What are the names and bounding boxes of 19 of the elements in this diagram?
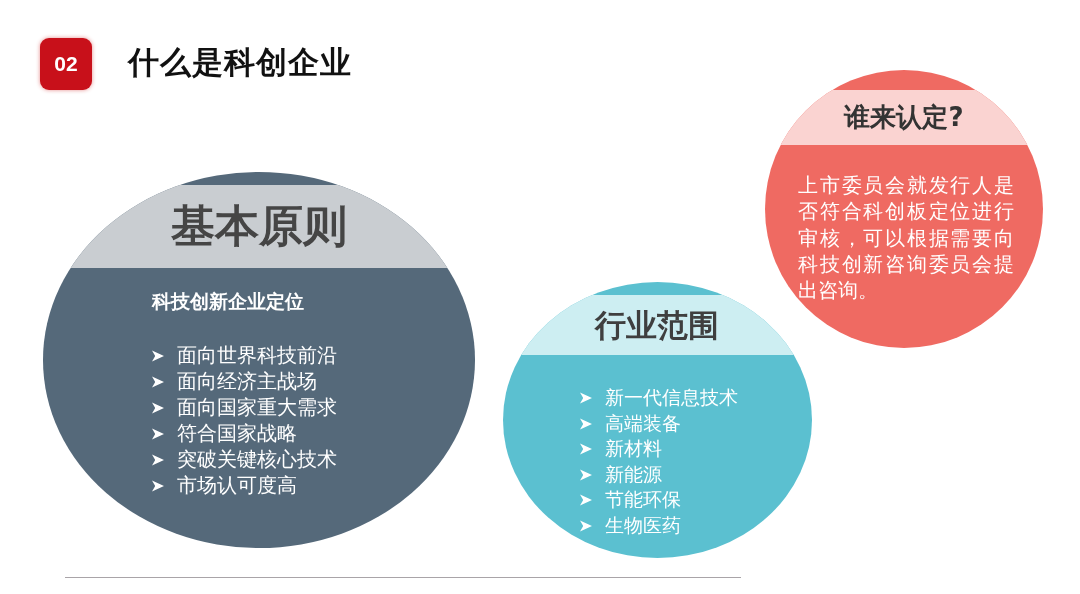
list-item: 突破关键核心技术 bbox=[177, 448, 337, 471]
list-item: 面向国家重大需求 bbox=[177, 396, 337, 419]
list-item: 新一代信息技术 bbox=[605, 387, 738, 409]
band-heading: 基本原则 bbox=[171, 202, 347, 251]
band-heading: 行业范围 bbox=[595, 307, 720, 343]
list-item: 新能源 bbox=[605, 463, 662, 486]
band-heading: 谁来认定? bbox=[844, 103, 964, 132]
list-item: 节能环保 bbox=[605, 489, 681, 512]
section-number-badge: 02 bbox=[40, 38, 92, 90]
list-item: 符合国家战略 bbox=[177, 422, 297, 445]
list-item: 面向经济主战场 bbox=[177, 370, 317, 393]
list-item: 新材料 bbox=[605, 438, 662, 461]
slide-title: 什么是科创企业 bbox=[128, 47, 352, 78]
subheading: 科技创新企业定位 bbox=[152, 290, 304, 313]
body-paragraph: 上市委员会就发行人是否符合科创板定位进行审核，可以根据需要向科技创新咨询委员会提出咨询。 bbox=[798, 173, 1014, 305]
list-item: 生物医药 bbox=[605, 515, 681, 537]
list-item: 高端装备 bbox=[605, 412, 681, 435]
list-item: 面向世界科技前沿 bbox=[177, 344, 337, 367]
list-item: 市场认可度高 bbox=[177, 474, 297, 497]
